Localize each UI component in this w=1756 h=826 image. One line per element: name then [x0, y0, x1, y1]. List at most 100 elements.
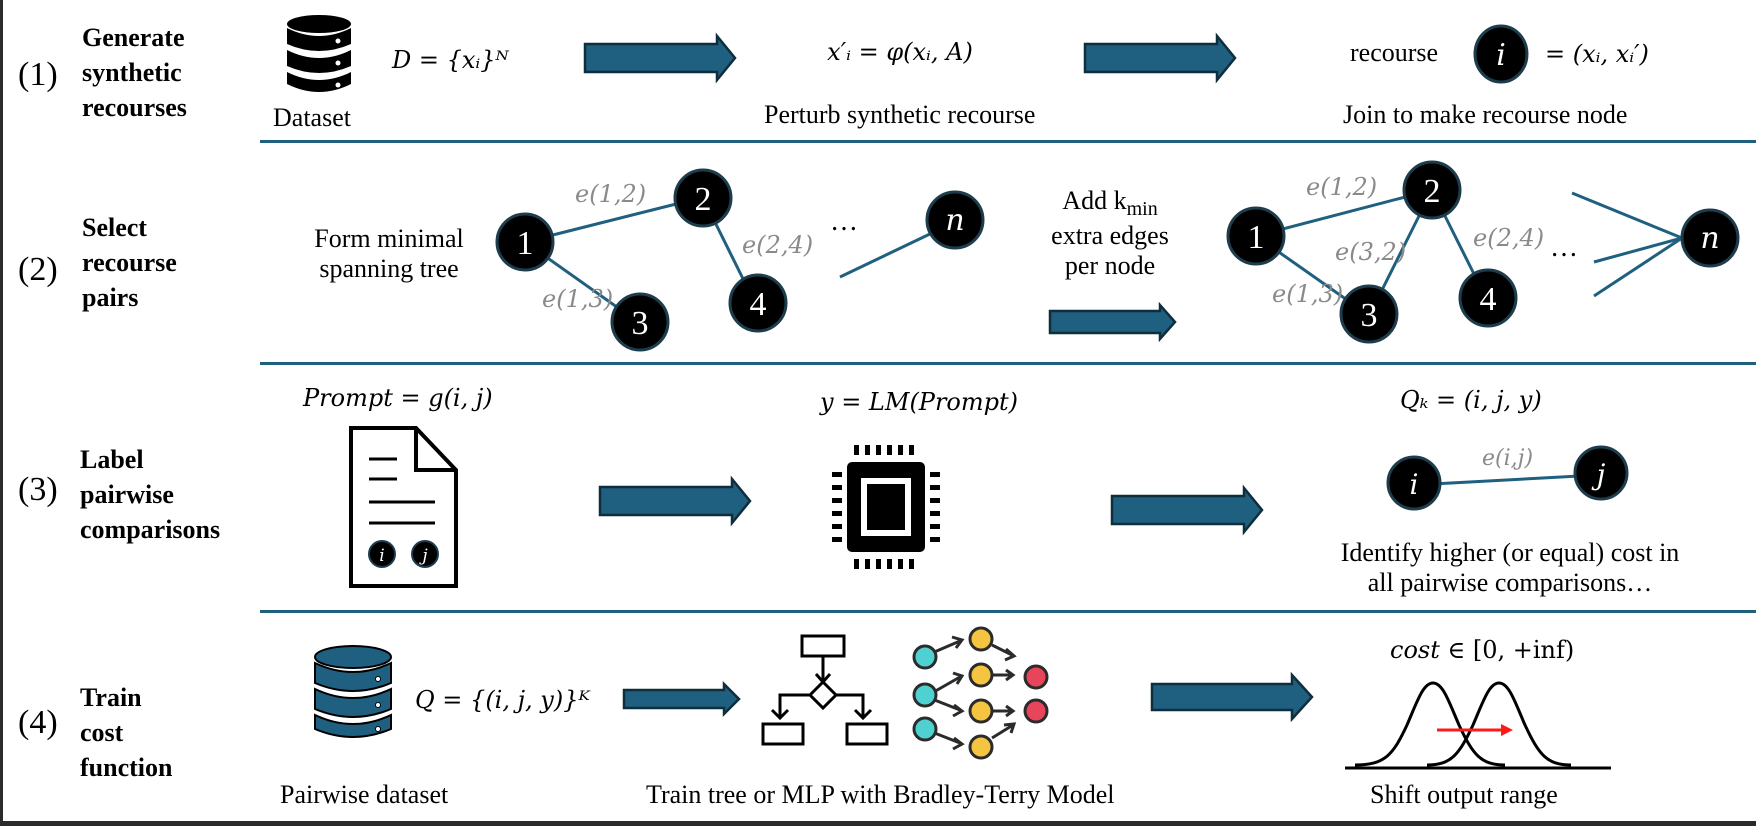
recourse-node: i — [1473, 24, 1529, 84]
dataset-formula: D = {xᵢ}ᴺ — [392, 46, 509, 74]
svg-text:i: i — [379, 546, 384, 566]
step-4-number: (4) — [18, 704, 58, 741]
q-formula: Qₖ = (i, j, y) — [1400, 386, 1542, 414]
graph-edge-label: e(2,4) — [1473, 224, 1544, 252]
lm-formula: y = LM(Prompt) — [820, 388, 1018, 416]
svg-text:1: 1 — [1248, 219, 1265, 256]
step-4-label-line: Train — [80, 683, 142, 712]
shift-distribution-icon — [1345, 681, 1611, 770]
mst-edge-label: e(2,4) — [742, 231, 813, 259]
recourse-word: recourse — [1350, 38, 1439, 67]
step-3-label-line: comparisons — [80, 515, 221, 544]
pair-edge-label: e(i,j) — [1482, 446, 1533, 471]
step-1-label-line: Generate — [82, 23, 185, 52]
step-3-number: (3) — [18, 471, 58, 508]
perturb-caption: Perturb synthetic recourse — [764, 100, 1036, 129]
step-2-label-line: pairs — [82, 283, 139, 312]
graph-edge — [1255, 188, 1433, 238]
graph-edge-label: e(1,3) — [1272, 280, 1343, 308]
step-3-label: Label pairwise comparisons — [80, 442, 220, 547]
add-edges-line: per node — [1064, 251, 1156, 281]
shift-caption: Shift output range — [1370, 780, 1558, 809]
chip-icon — [832, 445, 940, 569]
mlp-input-node — [912, 682, 938, 708]
pairwise-formula: Q = {(i, j, y)}ᴷ — [415, 686, 590, 714]
mst-caption-line: Form minimal — [314, 224, 464, 253]
section-divider-1 — [260, 140, 1756, 143]
distribution-curve-after — [1426, 681, 1572, 767]
graph-edge — [1593, 236, 1683, 264]
pair-node-i: i — [1386, 455, 1442, 511]
mst-node: n — [925, 190, 985, 250]
add-edges-sub: min — [1126, 198, 1158, 221]
svg-text:n: n — [945, 203, 964, 238]
train-caption: Train tree or MLP with Bradley-Terry Mod… — [646, 780, 1115, 809]
doc-node-j: j — [411, 540, 439, 568]
mlp-input-node — [912, 716, 938, 742]
add-edges-line: extra edges — [1051, 221, 1169, 251]
svg-text:j: j — [418, 546, 428, 566]
join-caption: Join to make recourse node — [1343, 100, 1628, 129]
graph-ellipsis: … — [1550, 232, 1578, 263]
mlp-input-node — [912, 644, 938, 670]
step-2-label-line: Select — [82, 213, 147, 242]
add-edges-text: Add k — [1062, 186, 1127, 215]
recourse-node-label: i — [1496, 38, 1506, 73]
svg-text:4: 4 — [750, 286, 767, 323]
graph-node: 3 — [1339, 284, 1399, 344]
step-3-label-line: pairwise — [80, 480, 174, 509]
identify-caption-line: Identify higher (or equal) cost in — [1340, 538, 1680, 567]
mlp-hidden-node — [968, 626, 994, 652]
graph-node: 4 — [1458, 268, 1518, 328]
svg-text:2: 2 — [1424, 173, 1441, 210]
flow-arrow — [1048, 301, 1177, 343]
flow-arrow — [622, 680, 741, 718]
mst-node: 4 — [728, 273, 788, 333]
mst-node: 1 — [495, 212, 555, 272]
decision-tree-icon — [761, 634, 889, 746]
graph-edge — [1571, 191, 1683, 240]
step-1-label-line: recourses — [82, 93, 187, 122]
mst-edge-label: e(1,2) — [575, 180, 646, 208]
mlp-network-icon — [912, 626, 1049, 760]
graph-node: n — [1680, 208, 1740, 268]
perturb-formula: x′ᵢ = φ(xᵢ, A) — [827, 38, 973, 66]
svg-text:i: i — [1410, 468, 1419, 501]
doc-node-i: i — [368, 540, 396, 568]
flow-arrow — [1150, 671, 1314, 723]
mlp-output-node — [1023, 698, 1049, 724]
section-divider-3 — [260, 610, 1756, 613]
recourse-formula: = (xᵢ, xᵢ′) — [1545, 40, 1649, 68]
step-4-label: Train cost function — [80, 680, 172, 785]
document-icon: i j — [349, 426, 458, 588]
step-2-label-line: recourse — [82, 248, 177, 277]
pair-node-j: j — [1573, 445, 1629, 501]
graph-node: 2 — [1402, 160, 1462, 220]
pair-edge — [1413, 473, 1599, 487]
mlp-hidden-node — [968, 734, 994, 760]
step-4-label-line: cost — [80, 718, 124, 747]
add-edges-caption: Add kmin extra edges per node — [1030, 186, 1190, 281]
mst-node: 3 — [610, 292, 670, 352]
cost-formula-range: ∈ [0, +inf) — [1439, 636, 1575, 664]
dataset-caption: Dataset — [273, 103, 351, 132]
svg-text:n: n — [1700, 221, 1719, 256]
step-3-label-line: Label — [80, 445, 144, 474]
mlp-hidden-node — [968, 698, 994, 724]
graph-edge-label: e(3,2) — [1335, 238, 1406, 266]
identify-caption: Identify higher (or equal) cost in all p… — [1320, 538, 1700, 598]
svg-text:3: 3 — [1361, 297, 1378, 334]
identify-caption-line: all pairwise comparisons… — [1367, 567, 1653, 597]
database-icon — [287, 15, 351, 92]
mst-node: 2 — [673, 168, 733, 228]
step-4-label-line: function — [80, 753, 173, 782]
cost-formula-var: cost — [1390, 636, 1440, 664]
graph-node: 1 — [1226, 206, 1286, 266]
svg-text:4: 4 — [1480, 281, 1497, 318]
step-1-number: (1) — [18, 56, 58, 93]
shift-arrow-head — [1501, 724, 1513, 736]
mst-caption-line: spanning tree — [319, 253, 459, 283]
mst-edge-label: e(1,3) — [542, 285, 613, 313]
